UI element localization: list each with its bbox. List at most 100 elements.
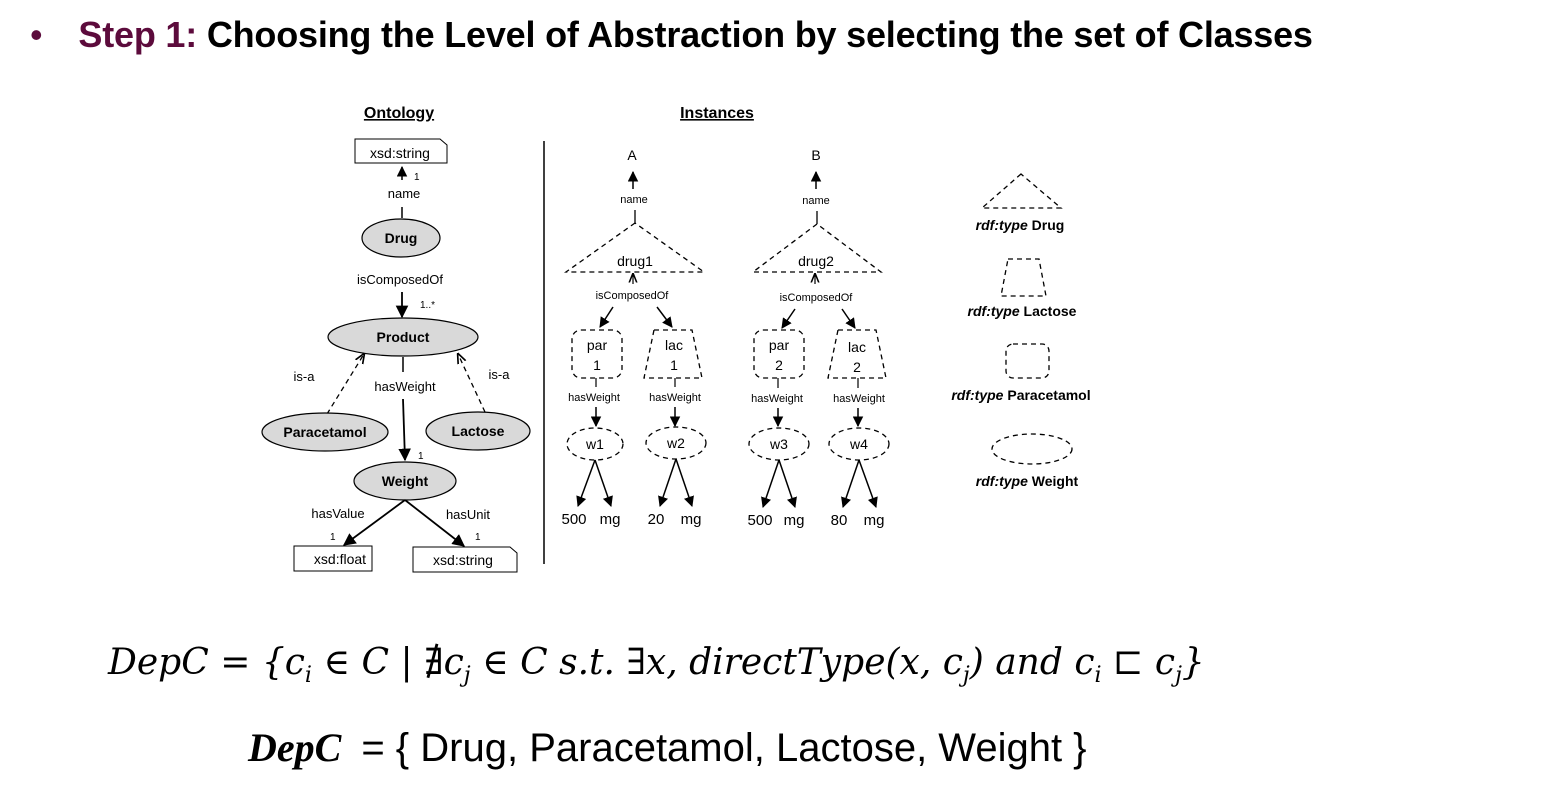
w-right: w4 — [849, 436, 868, 452]
wl-value-edge — [761, 459, 780, 508]
wl-value-edge — [576, 459, 596, 507]
legend-prefix: rdf:type — [976, 217, 1028, 233]
sub-j: j — [463, 663, 471, 689]
left-unit: mg — [600, 511, 621, 528]
lac-bottom: 2 — [853, 359, 861, 375]
float-literal-box — [293, 545, 373, 572]
string-literal-box — [412, 546, 518, 573]
formula-lhs: DepC — [108, 642, 209, 683]
weight-class-label: Weight — [382, 473, 429, 489]
depc-formula: DepC = {ci ∈ C | ∄cj ∈ C s.t. ∃x, direct… — [108, 642, 1205, 688]
paracetamol-class-node — [261, 412, 389, 452]
drug-instance-1: A name drug1 isComposedOf par 1 lac 1 ha… — [561, 147, 707, 528]
product-class-label: Product — [377, 329, 430, 345]
composed-edge-label: isComposedOf — [596, 290, 670, 302]
legend-item-paracetamol: rdf:type Paracetamol — [951, 343, 1091, 403]
float-literal-label: xsd:float — [314, 551, 366, 567]
hw-left-label: hasWeight — [751, 393, 803, 405]
name-edge-label: name — [388, 186, 421, 201]
left-value: 500 — [561, 511, 586, 528]
product-class-node — [327, 317, 479, 357]
hasunit-edge-label: hasUnit — [446, 507, 490, 522]
lactose-class-node — [425, 411, 531, 451]
right-unit: mg — [864, 512, 885, 529]
w-left: w1 — [585, 436, 604, 452]
isa-left-edge — [326, 354, 364, 415]
ontology-heading: Ontology — [364, 105, 434, 122]
step-label: Step 1: — [78, 14, 198, 55]
composed-right-edge — [656, 306, 673, 328]
right-value: 20 — [648, 511, 665, 528]
name-edge-label: name — [802, 195, 830, 207]
hasvalue-edge-label: hasValue — [311, 506, 364, 521]
composed-card: 1..* — [420, 300, 435, 311]
slide-title: • Step 1: Choosing the Level of Abstracti… — [30, 14, 1313, 56]
formula-part-b: ∈ C | ∄c — [311, 642, 464, 683]
lactose-class-label: Lactose — [452, 423, 505, 439]
drug-instance-node — [563, 222, 707, 273]
legend-item-drug: rdf:type Drug — [976, 173, 1065, 233]
lac-top: lac — [665, 337, 683, 353]
hasweight-edge-label: hasWeight — [374, 379, 436, 394]
top-literal-label: xsd:string — [370, 145, 430, 161]
formula-part-e: ⊏ c — [1101, 642, 1176, 683]
formula-part-f: } — [1181, 642, 1205, 683]
composed-edge-label: isComposedOf — [780, 292, 854, 304]
title-text: Choosing the Level of Abstraction by sel… — [206, 14, 1313, 55]
legend-item-weight: rdf:type Weight — [976, 433, 1079, 489]
top-literal-box — [354, 138, 448, 164]
composed-left-edge — [781, 308, 796, 329]
sub-j: j — [1175, 663, 1182, 689]
legend-item-label: rdf:type Paracetamol — [951, 387, 1090, 403]
hasweight-edge — [398, 398, 411, 462]
string-literal-label: xsd:string — [433, 552, 493, 568]
name-edge-label: name — [620, 194, 648, 206]
value-card: 1 — [330, 532, 336, 543]
weight-instance-left — [566, 427, 624, 461]
sub-i: i — [1094, 663, 1102, 689]
trapezoid-shape — [1000, 258, 1047, 297]
triangle-shape — [980, 173, 1063, 209]
drug-instance-node — [751, 223, 883, 273]
instances-heading: Instances — [680, 105, 754, 122]
par-top: par — [769, 337, 790, 353]
par-top: par — [587, 337, 608, 353]
left-value: 500 — [747, 512, 772, 529]
sub-i: i — [304, 663, 312, 689]
legend: rdf:type Drug rdf:type Lactose rdf:type … — [951, 173, 1091, 489]
wr-value-edge — [658, 458, 677, 507]
legend-class: Weight — [1032, 473, 1079, 489]
hw-right-label: hasWeight — [833, 393, 885, 405]
composed-left-edge — [599, 306, 614, 328]
w-right: w2 — [666, 435, 685, 451]
composed-edge-label: isComposedOf — [357, 272, 443, 287]
drug-instance-2: B name drug2 isComposedOf par 2 lac 2 ha… — [747, 147, 890, 529]
drug-class-label: Drug — [385, 230, 418, 246]
legend-prefix: rdf:type — [976, 473, 1028, 489]
composed-right-edge — [841, 308, 856, 329]
hw-left-label: hasWeight — [568, 392, 620, 404]
legend-class: Lactose — [1024, 303, 1077, 319]
bullet: • — [30, 14, 43, 55]
drug-class-node — [361, 218, 441, 258]
rounded-square-shape — [1005, 343, 1050, 379]
isa-left-label: is-a — [294, 369, 316, 384]
drug-instance-label: drug1 — [617, 253, 653, 269]
ellipse-shape — [991, 433, 1073, 465]
legend-class: Drug — [1032, 217, 1065, 233]
unit-card: 1 — [475, 532, 481, 543]
drug-instance-label: drug2 — [798, 253, 834, 269]
depc-result: DepC = { Drug, Paracetamol, Lactose, Weig… — [248, 724, 1087, 771]
hw-right-label: hasWeight — [649, 392, 701, 404]
right-value: 80 — [831, 512, 848, 529]
result-rhs: = { Drug, Paracetamol, Lactose, Weight } — [361, 726, 1087, 770]
formula-part-c: ∈ C s.t. ∃x, directType(x, c — [470, 642, 963, 683]
ontology-panel: Ontology xsd:string 1 name Drug isCompos… — [261, 105, 531, 573]
legend-item-label: rdf:type Drug — [976, 217, 1065, 233]
formula-part-d: ) and c — [969, 642, 1095, 683]
wl-unit-edge — [594, 459, 613, 507]
result-lhs: DepC — [248, 725, 342, 770]
name-value: A — [627, 147, 637, 163]
wr-value-edge — [841, 459, 860, 508]
name-value: B — [811, 147, 820, 163]
